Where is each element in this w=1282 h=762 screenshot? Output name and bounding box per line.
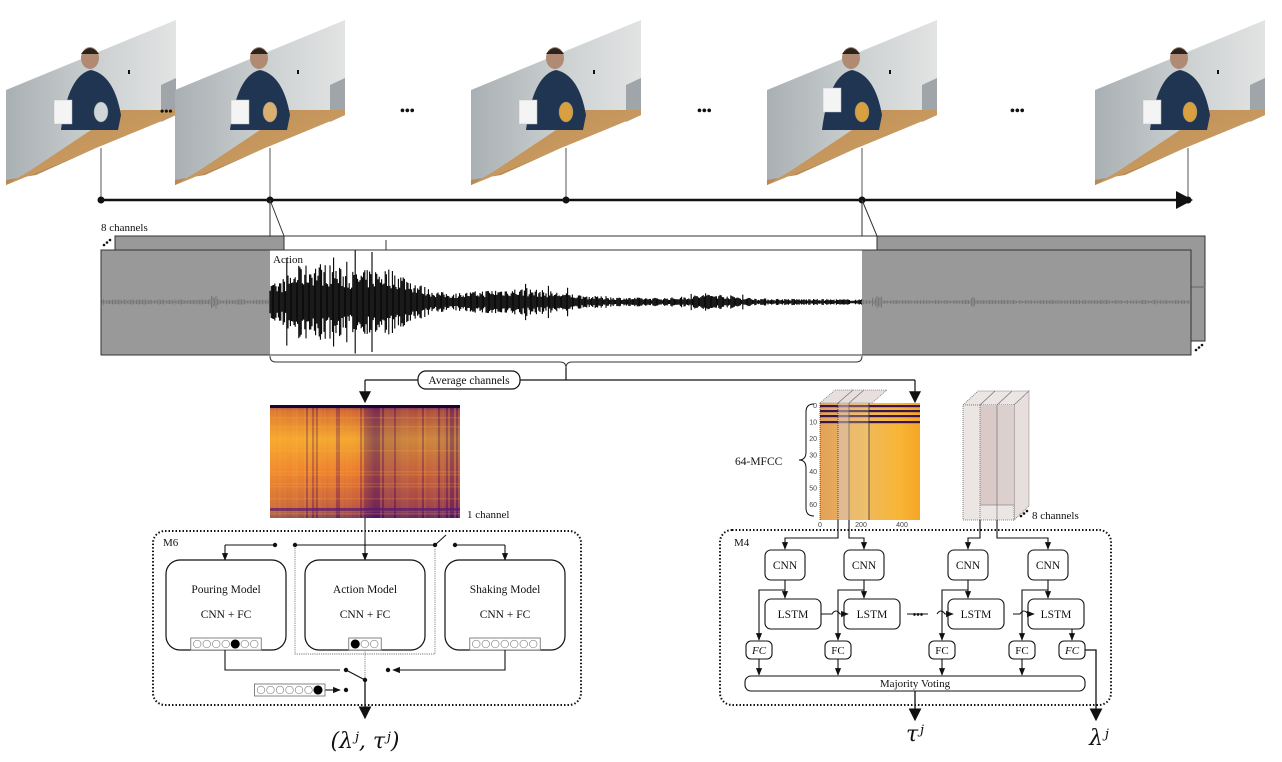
class-dot xyxy=(510,639,519,649)
cnn-label: CNN xyxy=(956,560,981,572)
cnn-label: CNN xyxy=(773,560,798,572)
mfcc-brace xyxy=(798,403,815,517)
video-frame xyxy=(1095,20,1265,185)
m6-title: M6 xyxy=(163,537,179,549)
action-label: Action xyxy=(273,254,303,266)
class-dot xyxy=(481,639,490,649)
lstm-label: LSTM xyxy=(778,609,809,621)
class-dot xyxy=(370,639,379,649)
lstm-label: LSTM xyxy=(961,609,992,621)
ellipsis: ••• xyxy=(1010,104,1025,119)
majority-voting-label: Majority Voting xyxy=(880,678,951,690)
action-brace xyxy=(269,355,863,369)
mfcc-y-tick: 10 xyxy=(809,420,817,427)
class-dot xyxy=(240,639,249,649)
fc-label: FC xyxy=(1064,645,1080,657)
mfcc-y-tick: 50 xyxy=(809,486,817,493)
lstm-label: LSTM xyxy=(857,609,888,621)
stack-dots-icon xyxy=(102,238,1204,352)
video-frame xyxy=(175,20,345,185)
mfcc-channels-label: 8 channels xyxy=(1032,510,1079,522)
fc-label: FC xyxy=(935,645,948,657)
video-frame xyxy=(6,20,176,185)
mfcc-x-tick: 200 xyxy=(855,522,867,529)
timeline-marker xyxy=(562,196,570,204)
waveform xyxy=(101,250,1190,354)
class-dot xyxy=(529,639,538,649)
model-architecture: CNN + FC xyxy=(480,609,531,621)
fc-label: FC xyxy=(751,645,767,657)
timeline-axis xyxy=(97,148,1193,250)
m4-block: M4 CNN LSTM FC CNN LSTM FC CNN LSTM FC CNN LSTM FC F… xyxy=(719,520,1112,751)
mfcc-y-tick: 40 xyxy=(809,469,817,476)
video-frames xyxy=(6,20,1265,185)
fc-label: FC xyxy=(1015,645,1028,657)
mfcc-y-tick: 0 xyxy=(813,403,817,410)
m6-container xyxy=(152,530,582,706)
timeline-marker xyxy=(97,196,105,204)
class-dot xyxy=(221,639,230,649)
mfcc-map xyxy=(820,403,920,520)
class-dot xyxy=(472,639,481,649)
m4-title: M4 xyxy=(734,537,750,549)
lstm-label: LSTM xyxy=(1041,609,1072,621)
mfcc-y-tick: 60 xyxy=(809,502,817,509)
model-name: Action Model xyxy=(333,584,397,596)
class-dot xyxy=(360,639,369,649)
class-dot xyxy=(491,639,500,649)
lambda-output-label: λʲ xyxy=(1088,726,1109,751)
mfcc-y-tick: 30 xyxy=(809,453,817,460)
m4-column: CNN LSTM FC xyxy=(745,520,839,676)
class-dot xyxy=(519,639,528,649)
cnn-label: CNN xyxy=(852,560,877,572)
average-channels-box xyxy=(417,370,521,390)
m4-column: CNN LSTM FC xyxy=(928,520,1005,676)
class-dot xyxy=(212,639,221,649)
model-name: Pouring Model xyxy=(191,584,260,596)
mfcc-8channel-box: 8 channels xyxy=(961,390,1079,522)
class-dot xyxy=(500,639,509,649)
model-architecture: CNN + FC xyxy=(201,609,252,621)
class-dot xyxy=(193,639,202,649)
channels-label: 8 channels xyxy=(101,222,148,234)
m4-column: CNN LSTM FC xyxy=(824,520,901,676)
spectrogram-channel-label: 1 channel xyxy=(467,509,509,521)
class-dot xyxy=(202,639,211,649)
lstm-ellipsis: ••• xyxy=(913,610,924,621)
active-class-dot xyxy=(230,639,240,649)
average-channels-router: Average channels xyxy=(359,368,921,404)
mfcc-stack: 0 10 20 30 40 50 60 0 200 400 64-MFCC xyxy=(735,389,920,529)
mfcc-y-tick: 20 xyxy=(809,436,817,443)
active-class-dot xyxy=(350,639,360,649)
average-channels-label: Average channels xyxy=(428,375,510,387)
video-frame xyxy=(471,20,641,185)
cnn-label: CNN xyxy=(1036,560,1061,572)
stack-dots-icon xyxy=(1019,509,1029,518)
model-name: Shaking Model xyxy=(470,584,541,596)
ellipsis: ••• xyxy=(400,104,415,119)
m6-output-label: (λʲ, τʲ) xyxy=(331,729,400,754)
mfcc-label: 64-MFCC xyxy=(735,456,783,468)
audio-panel: 8 channels Action xyxy=(100,222,1206,356)
final-fc: FC xyxy=(1058,629,1086,660)
class-dot xyxy=(250,639,259,649)
ellipsis: ••• xyxy=(697,104,712,119)
ellipsis: ••• xyxy=(160,104,173,118)
spectrogram: 1 channel xyxy=(270,405,509,542)
video-frame xyxy=(767,20,937,185)
m4-column: CNN LSTM FC xyxy=(996,520,1085,676)
fc-label: FC xyxy=(831,645,844,657)
mfcc-x-tick: 0 xyxy=(818,522,822,529)
timeline-marker xyxy=(1184,196,1192,204)
tau-output-label: τʲ xyxy=(906,722,924,747)
model-architecture: CNN + FC xyxy=(340,609,391,621)
mfcc-x-tick: 400 xyxy=(896,522,908,529)
